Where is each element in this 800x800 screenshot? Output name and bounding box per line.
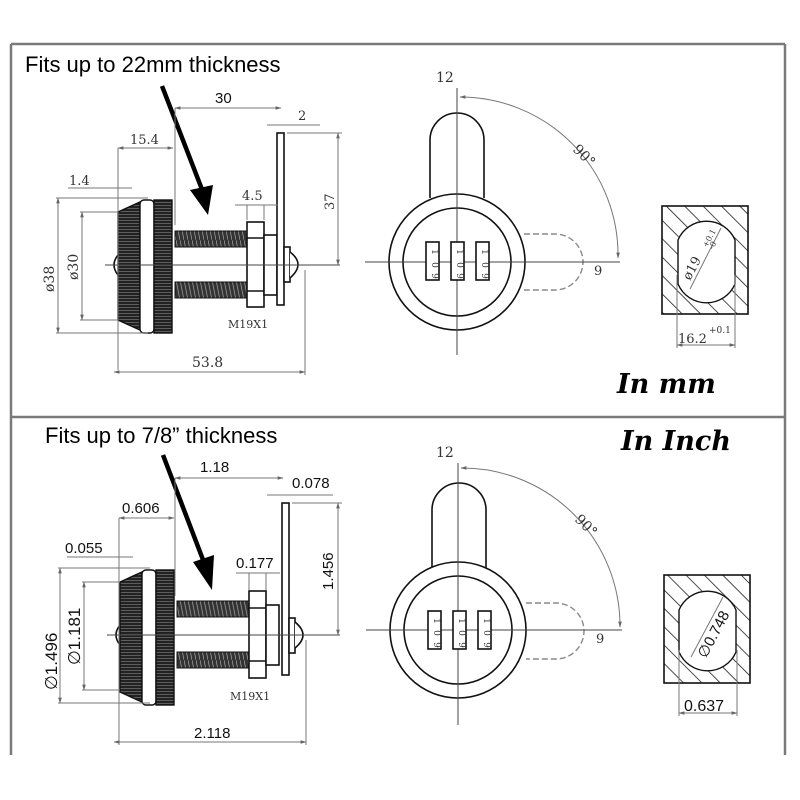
svg-text:0: 0 [481,630,491,636]
svg-text:-0: -0 [707,240,719,251]
dim-flange: 0.055 [65,540,103,557]
combination-dial[interactable]: 1 0 9 [475,241,490,281]
dim-body-length: 0.606 [122,500,160,517]
panel-mm: Fits up to 22mm thickness [25,52,749,400]
dim-cam-offset: 30 [215,90,232,107]
panel-cutout-mm: ø19 +0.1 -0 16.2 +0.1 [661,205,749,348]
dim-cam-height: 1.456 [320,552,337,590]
dim-body-length: 15.4 [130,133,159,148]
svg-text:1: 1 [456,618,466,624]
svg-text:9: 9 [456,642,466,648]
svg-text:9: 9 [429,273,439,279]
unit-label: In mm [616,369,716,400]
dim-cam-thickness: 0.078 [292,475,330,492]
side-view-mm: M19X1 30 2 15.4 1.4 4.5 37 ø38 [42,90,342,375]
dim-cam-offset: 1.18 [200,459,229,476]
front-view-mm: 12 9 90° 1 0 9 1 0 9 1 0 9 [365,70,620,355]
front-view-inch: 12 9 90° 1 0 9 1 0 9 1 0 9 [366,445,622,725]
frame [9,42,787,755]
svg-text:0: 0 [429,262,439,268]
unit-label: In Inch [620,426,731,457]
dim-outer-diameter: ∅1.496 [42,633,61,690]
dim-inner-diameter: ∅1.181 [65,608,84,665]
cutout-width: 0.637 [684,698,724,715]
svg-text:0: 0 [479,262,489,268]
dim-overall-length: 2.118 [194,725,230,742]
combination-dial[interactable]: 1 0 9 [450,241,465,281]
svg-text:0: 0 [454,262,464,268]
dim-cam-thickness: 2 [298,109,306,124]
thread-spec: M19X1 [228,318,268,331]
svg-text:+0.1: +0.1 [709,326,731,336]
dim-nut-thickness: 4.5 [242,189,263,204]
svg-text:9: 9 [454,273,464,279]
svg-text:1: 1 [481,618,491,624]
dim-overall-length: 53.8 [192,355,223,371]
panel-heading: Fits up to 7/8” thickness [45,423,277,448]
label-9: 9 [594,264,602,279]
panel-heading: Fits up to 22mm thickness [25,52,281,77]
svg-text:0: 0 [431,630,441,636]
thickness-pointer-arrow [159,85,213,215]
panel-inch: Fits up to 7/8” thickness In Inch M19X1 [42,423,751,745]
dim-outer-diameter: ø38 [42,266,58,292]
svg-text:1: 1 [479,249,489,255]
label-12: 12 [436,445,454,461]
svg-text:9: 9 [431,642,441,648]
thread-spec: M19X1 [230,690,270,703]
svg-text:9: 9 [479,273,489,279]
combination-dial[interactable]: 1 0 9 [477,610,492,650]
svg-text:0: 0 [456,630,466,636]
thickness-pointer-arrow [160,454,214,590]
dim-nut-thickness: 0.177 [236,555,274,572]
cutout-width: 16.2 [678,332,707,347]
dim-inner-diameter: ø30 [66,254,82,280]
dim-cam-height: 37 [323,193,338,210]
combination-dial[interactable]: 1 0 9 [427,610,442,650]
label-12: 12 [436,70,454,86]
svg-text:9: 9 [481,642,491,648]
svg-text:1: 1 [431,618,441,624]
label-9: 9 [596,632,604,647]
rotation-angle: 90° [569,142,598,171]
svg-text:1: 1 [429,249,439,255]
combination-dial[interactable]: 1 0 9 [452,610,467,650]
combination-dial[interactable]: 1 0 9 [425,241,440,281]
dim-flange: 1.4 [69,174,90,189]
panel-cutout-inch: ∅0.748 0.637 [663,574,751,716]
svg-text:1: 1 [454,249,464,255]
side-view-inch: M19X1 1.18 0.078 0.606 0.055 0.177 1.456… [42,459,342,745]
